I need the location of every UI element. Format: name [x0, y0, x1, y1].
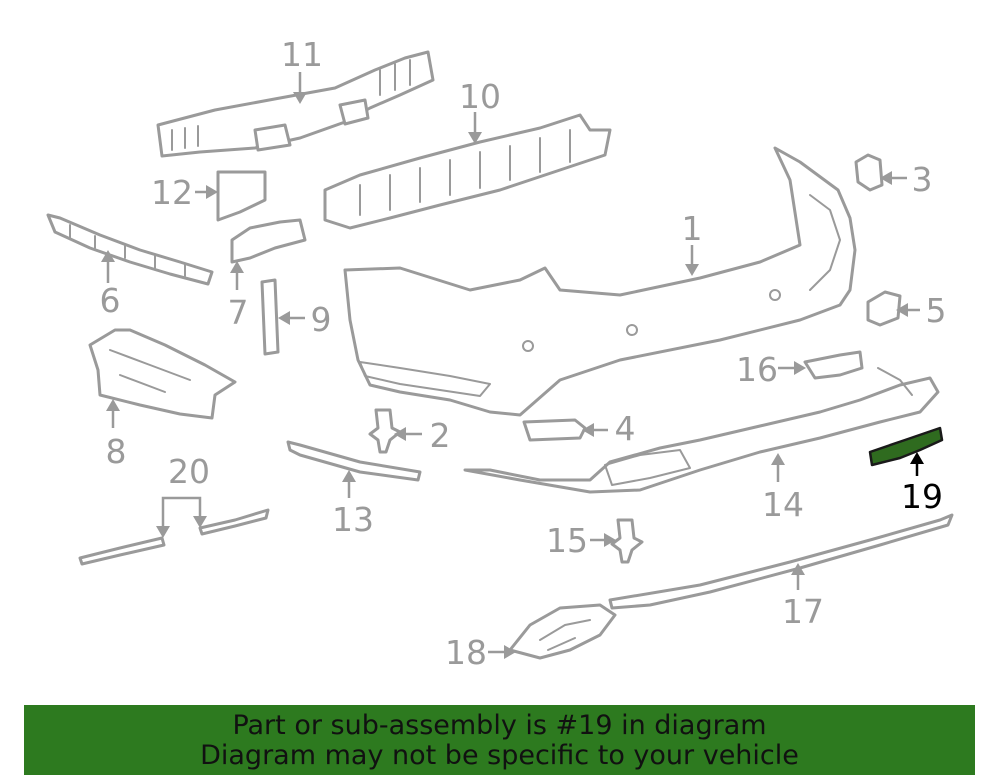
- callout-7: 7: [228, 293, 249, 332]
- part-4-reflector: [522, 418, 587, 442]
- callout-4: 4: [615, 409, 636, 448]
- part-17-molding: [608, 513, 954, 610]
- part-3-cap: [854, 153, 884, 192]
- parts-diagram: 11 10 12 3 1 6 5 7 9 16 8 2 4 20 14 13 1…: [46, 35, 954, 672]
- part-11-reinforcement: [156, 50, 435, 158]
- callout-16: 16: [736, 350, 778, 389]
- callout-12: 12: [151, 173, 193, 212]
- part-7-bracket: [230, 218, 307, 264]
- callout-20: 20: [168, 452, 210, 491]
- part-15-clip: [610, 518, 644, 564]
- part-18-reflector-bracket: [508, 603, 617, 660]
- info-banner: Part or sub-assembly is #19 in diagram D…: [24, 705, 975, 775]
- banner-line-disclaimer: Diagram may not be specific to your vehi…: [200, 740, 799, 771]
- callout-2: 2: [430, 416, 451, 455]
- callout-9: 9: [311, 300, 332, 339]
- leader-lines: [101, 72, 924, 659]
- callout-6: 6: [100, 281, 121, 320]
- part-8-bracket: [88, 328, 237, 420]
- part-9-spacer: [260, 278, 280, 356]
- callout-8: 8: [106, 432, 127, 471]
- callout-5: 5: [926, 291, 947, 330]
- part-2-clip: [368, 408, 402, 454]
- callout-13: 13: [332, 500, 374, 539]
- part-13-molding: [286, 440, 422, 482]
- part-12-bracket: [216, 170, 267, 222]
- part-6-retainer: [46, 213, 214, 286]
- callout-10: 10: [459, 77, 501, 116]
- part-5-cap: [866, 290, 902, 327]
- callout-17: 17: [782, 592, 824, 631]
- callout-11: 11: [281, 35, 323, 74]
- callout-18: 18: [445, 633, 487, 672]
- part-16-bracket: [803, 350, 864, 380]
- part-1-bumper-cover: [343, 146, 857, 417]
- callout-1: 1: [682, 209, 703, 248]
- part-14-lower-spoiler: [463, 367, 940, 494]
- callout-14: 14: [762, 485, 804, 524]
- banner-line-part: Part or sub-assembly is #19 in diagram: [232, 710, 767, 741]
- callout-15: 15: [546, 521, 588, 560]
- part-10-absorber: [323, 113, 612, 230]
- callout-3: 3: [912, 160, 933, 199]
- part-20-seal: [78, 508, 270, 566]
- part-19-highlighted: [868, 426, 944, 467]
- callout-19-highlighted: 19: [901, 477, 943, 516]
- callout-labels: 11 10 12 3 1 6 5 7 9 16 8 2 4 20 14 13 1…: [100, 35, 947, 672]
